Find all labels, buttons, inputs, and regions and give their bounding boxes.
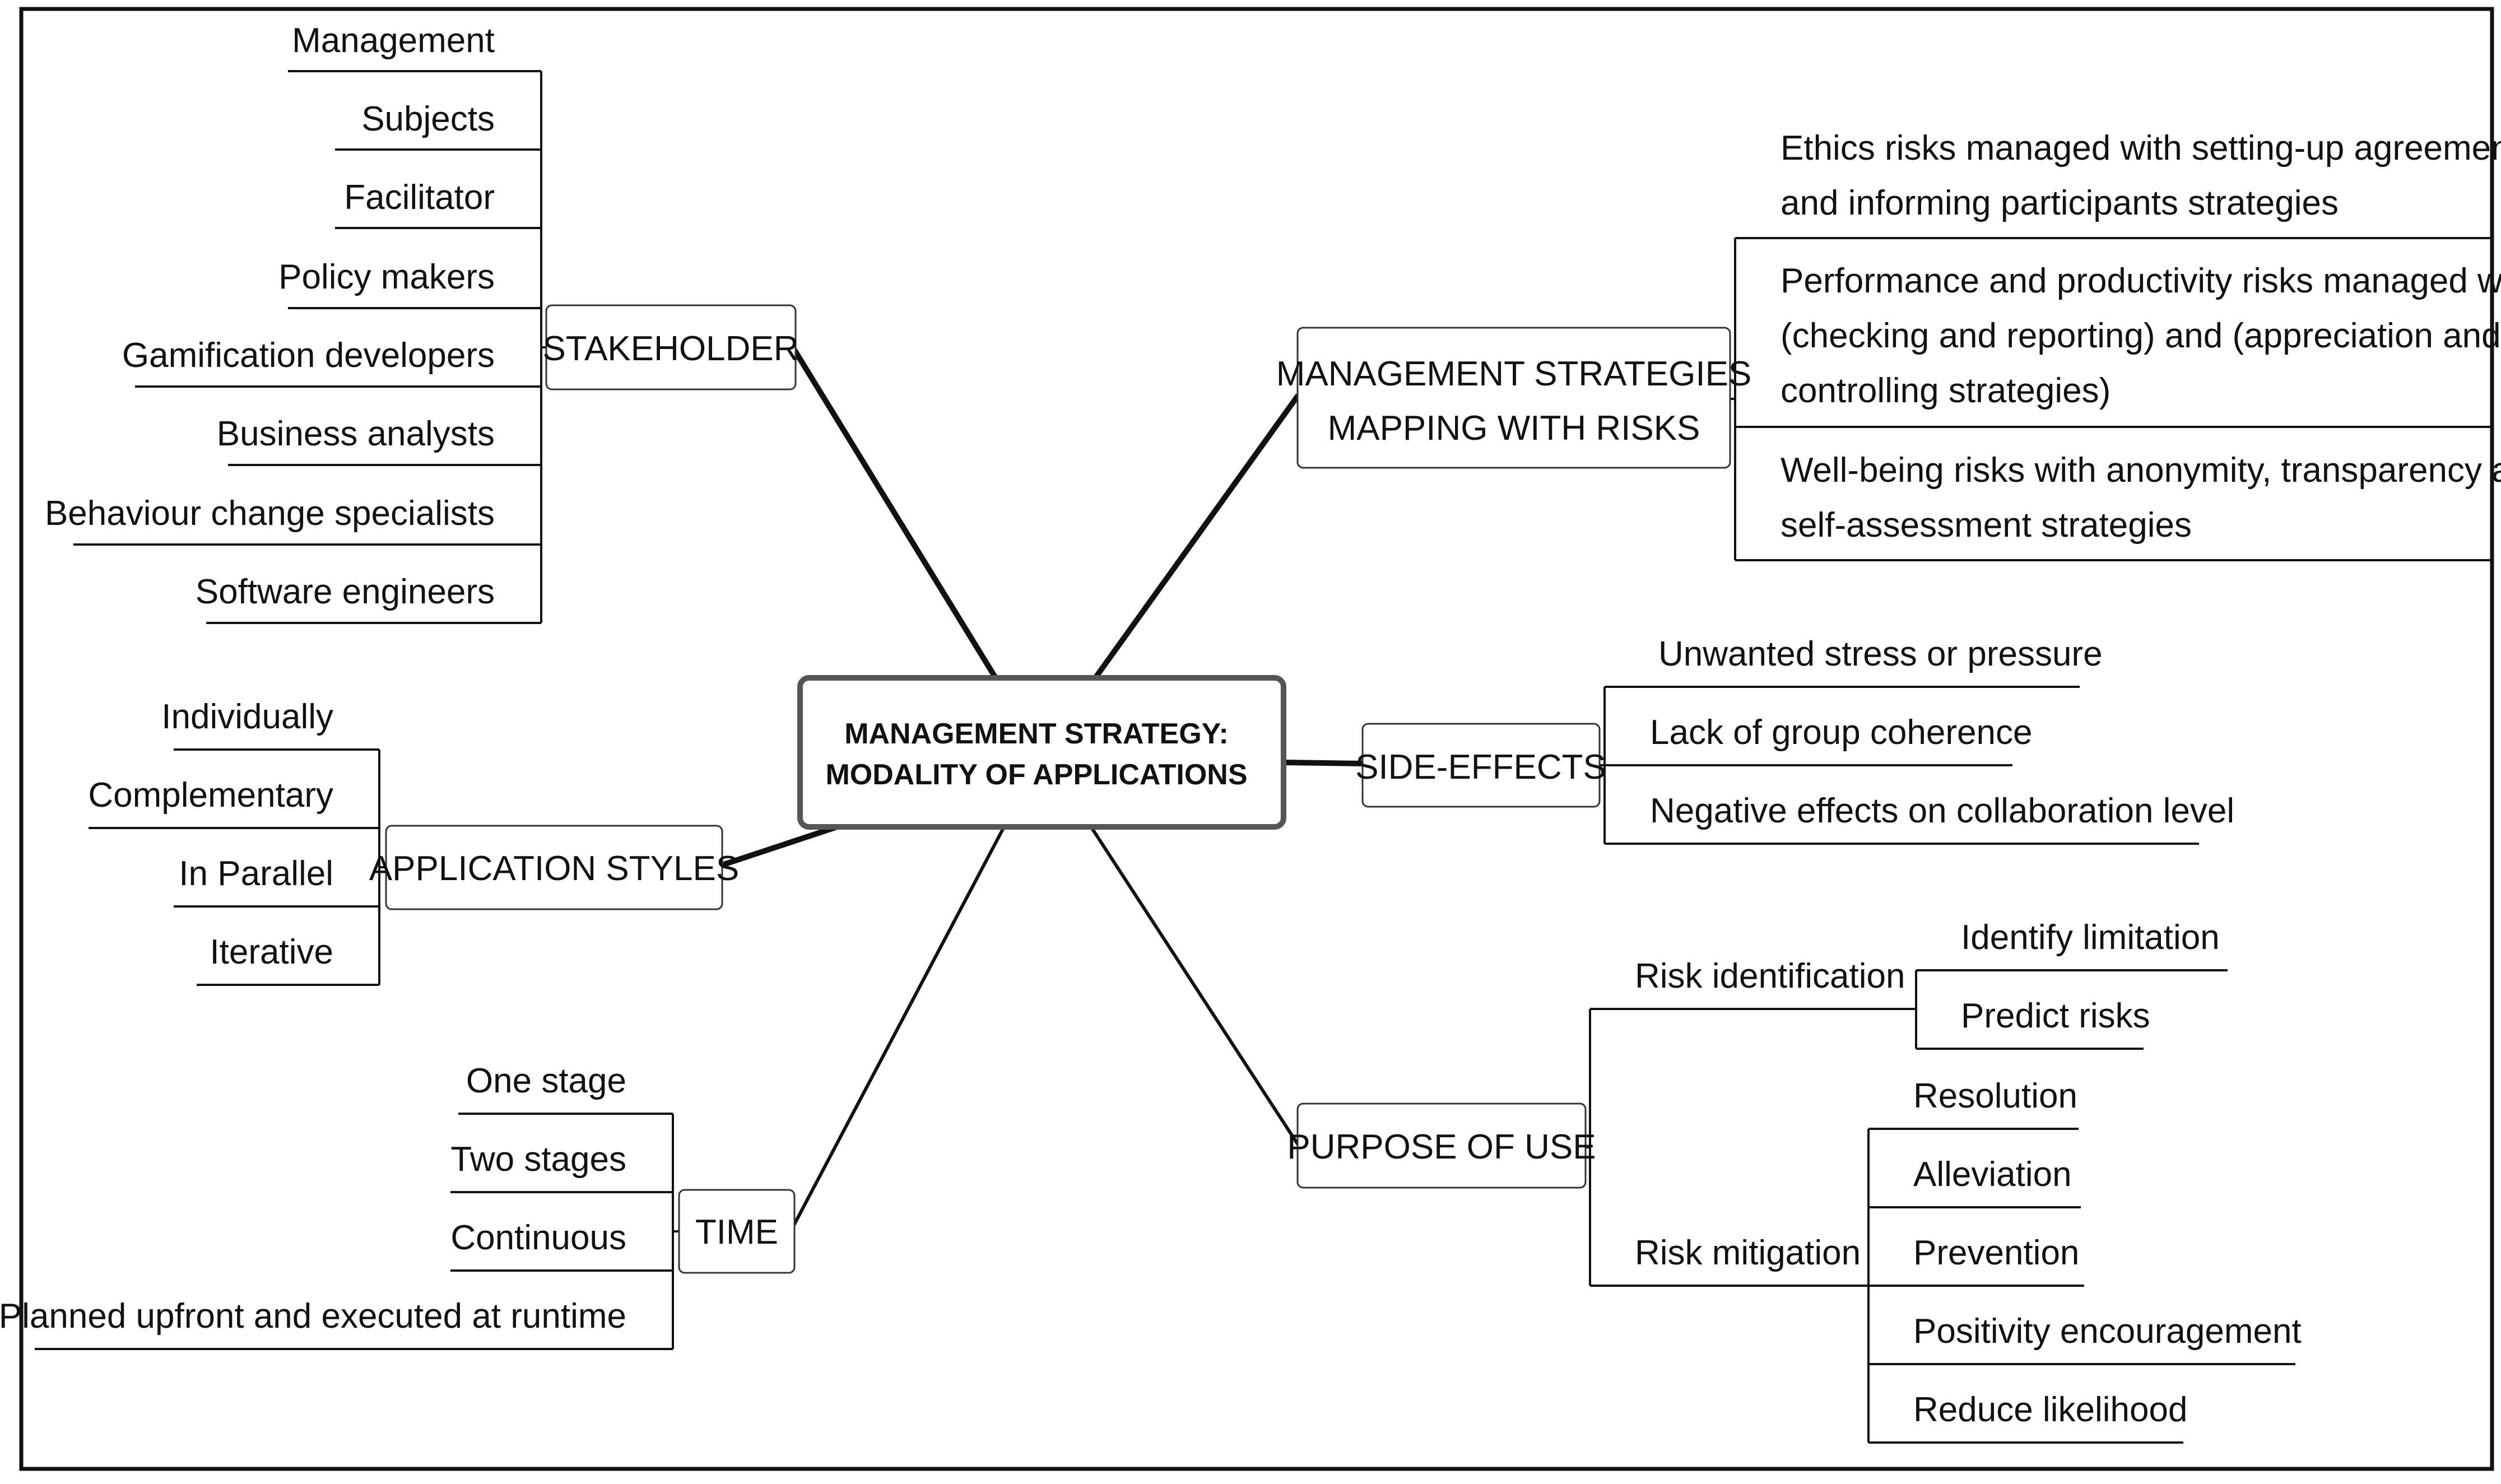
time-item: Continuous [450,1218,626,1257]
stakeholder-item: Management [292,21,495,60]
management-strategy-item: (checking and reporting) and (appreciati… [1781,317,2501,355]
purpose-of-use-node [1296,1102,1587,1189]
stakeholder-item: Gamification developers [122,336,495,375]
stakeholder-node [545,304,797,390]
stakeholder-item: Business analysts [217,415,495,453]
diagram-frame [19,7,2494,1471]
management-strategies-branch: Ethics risks managed with setting-up agr… [1276,129,2501,561]
risk-identification-label: Risk identification [1635,957,1905,995]
side-effects-label: SIDE-EFFECTS [1355,748,1606,787]
risk-mitigation-item: Reduce likelihood [1913,1390,2187,1429]
spoke-application-styles [719,824,840,868]
risk-mitigation-item: Prevention [1913,1234,2079,1272]
spokes [719,346,1365,1227]
stakeholder-item: Policy makers [278,258,495,296]
management-strategy-item: Ethics risks managed with setting-up agr… [1781,129,2501,168]
stakeholder-item: Software engineers [196,573,495,611]
application-style-item: Individually [161,697,333,736]
application-styles-branch: Individually Complementary In Parallel I… [88,697,739,986]
spoke-time [792,827,1005,1227]
central-topic: MANAGEMENT STRATEGY: MODALITY OF APPLICA… [797,675,1286,830]
time-label: TIME [695,1213,778,1252]
application-style-item: In Parallel [179,854,333,893]
central-topic-box [797,675,1286,830]
central-topic-line2: MODALITY OF APPLICATIONS [825,759,1247,791]
management-strategies-label: MANAGEMENT STRATEGIES [1276,355,1752,393]
stakeholder-label: STAKEHOLDER [542,329,798,368]
management-strategy-item: Performance and productivity risks manag… [1781,262,2501,300]
purpose-of-use-label: PURPOSE OF USE [1287,1128,1596,1166]
spoke-side-effects [1283,760,1365,766]
purpose-of-use-branch: Risk identification Risk mitigation Iden… [1287,918,2302,1444]
spoke-management-strategies [1093,393,1300,681]
stakeholder-item: Subjects [361,100,495,138]
management-strategies-node [1296,327,1731,469]
management-strategy-item: Well-being risks with anonymity, transpa… [1781,451,2501,490]
spoke-stakeholder [791,346,998,681]
side-effect-item: Unwanted stress or pressure [1658,635,2103,673]
application-styles-label: APPLICATION STYLES [369,849,739,888]
stakeholder-branch: Management Subjects Facilitator Policy m… [45,21,799,624]
application-style-item: Iterative [210,933,333,971]
risk-mitigation-label: Risk mitigation [1635,1234,1861,1272]
side-effect-item: Lack of group coherence [1650,713,2032,752]
time-item: Two stages [450,1140,626,1179]
management-strategy-item: and informing participants strategies [1781,184,2339,222]
stakeholder-item: Facilitator [344,178,495,217]
management-strategy-item: controlling strategies) [1781,371,2110,410]
side-effects-node [1361,723,1601,808]
side-effects-branch: Unwanted stress or pressure Lack of grou… [1355,635,2234,845]
stakeholder-item: Behaviour change specialists [45,494,495,533]
time-branch: One stage Two stages Continuous Planned … [0,1062,796,1350]
management-strategy-item: self-assessment strategies [1781,506,2192,545]
application-style-item: Complementary [88,776,333,815]
risk-identification-item: Identify limitation [1961,918,2220,957]
risk-mitigation-item: Alleviation [1913,1155,2072,1194]
risk-mitigation-item: Positivity encouragement [1913,1312,2302,1351]
side-effect-item: Negative effects on collaboration level [1650,792,2234,830]
application-styles-node [385,825,723,910]
time-item: One stage [466,1062,626,1100]
spoke-purpose-of-use [1091,827,1299,1146]
management-strategies-label: MAPPING WITH RISKS [1328,409,1700,448]
risk-identification-item: Predict risks [1961,997,2150,1035]
central-topic-line1: MANAGEMENT STRATEGY: [844,718,1229,750]
risk-mitigation-item: Resolution [1913,1077,2077,1115]
time-item: Planned upfront and executed at runtime [0,1297,626,1336]
time-node [678,1189,796,1274]
